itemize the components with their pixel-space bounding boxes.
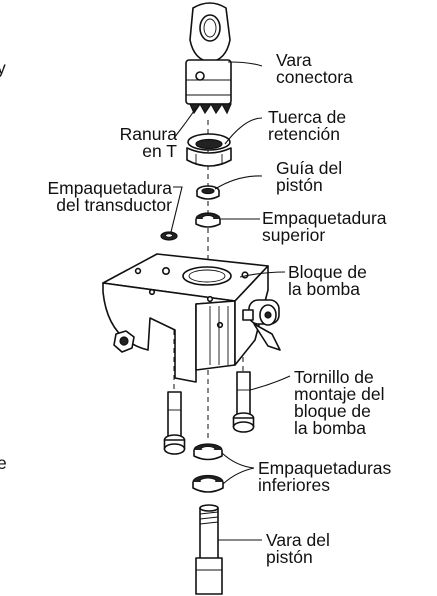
mounting-bolt-right [232,371,255,433]
label-empaquetaduras-inferiores: Empaquetaduras inferiores [258,458,392,495]
leader-lines [170,61,291,541]
label-ranura-en-t: Ranura en T [119,124,177,161]
label-empaquetadura-superior: Empaquetadura superior [262,208,387,245]
piston-rod [195,504,223,595]
lower-packing-1 [193,443,223,461]
label-guia-del-piston: Guía del pistón [276,158,343,195]
label-bloque-de-la-bomba: Bloque de la bomba [288,262,367,299]
pump-side-nut [113,330,135,353]
connecting-rod [185,2,232,115]
pump-side-valve [242,299,281,351]
piston-guide [196,185,220,200]
label-vara-conectora: Vara conectora [276,50,353,87]
lower-packing-2 [192,474,224,493]
label-vara-del-piston: Vara del pistón [266,530,330,567]
upper-packing [195,212,221,228]
transducer-packing [160,231,178,241]
label-tornillo-de-montaje: Tornillo de montaje del bloque de la bom… [294,367,385,438]
label-tuerca-de-retencion: Tuerca de retención [268,107,347,144]
retaining-nut [186,133,232,167]
label-empaquetadura-del-transductor: Empaquetadura del transductor [47,178,172,215]
edge-fragment-bottom: e [0,453,7,473]
edge-fragment-top: y [0,58,6,78]
mounting-bolt-left [163,391,186,455]
